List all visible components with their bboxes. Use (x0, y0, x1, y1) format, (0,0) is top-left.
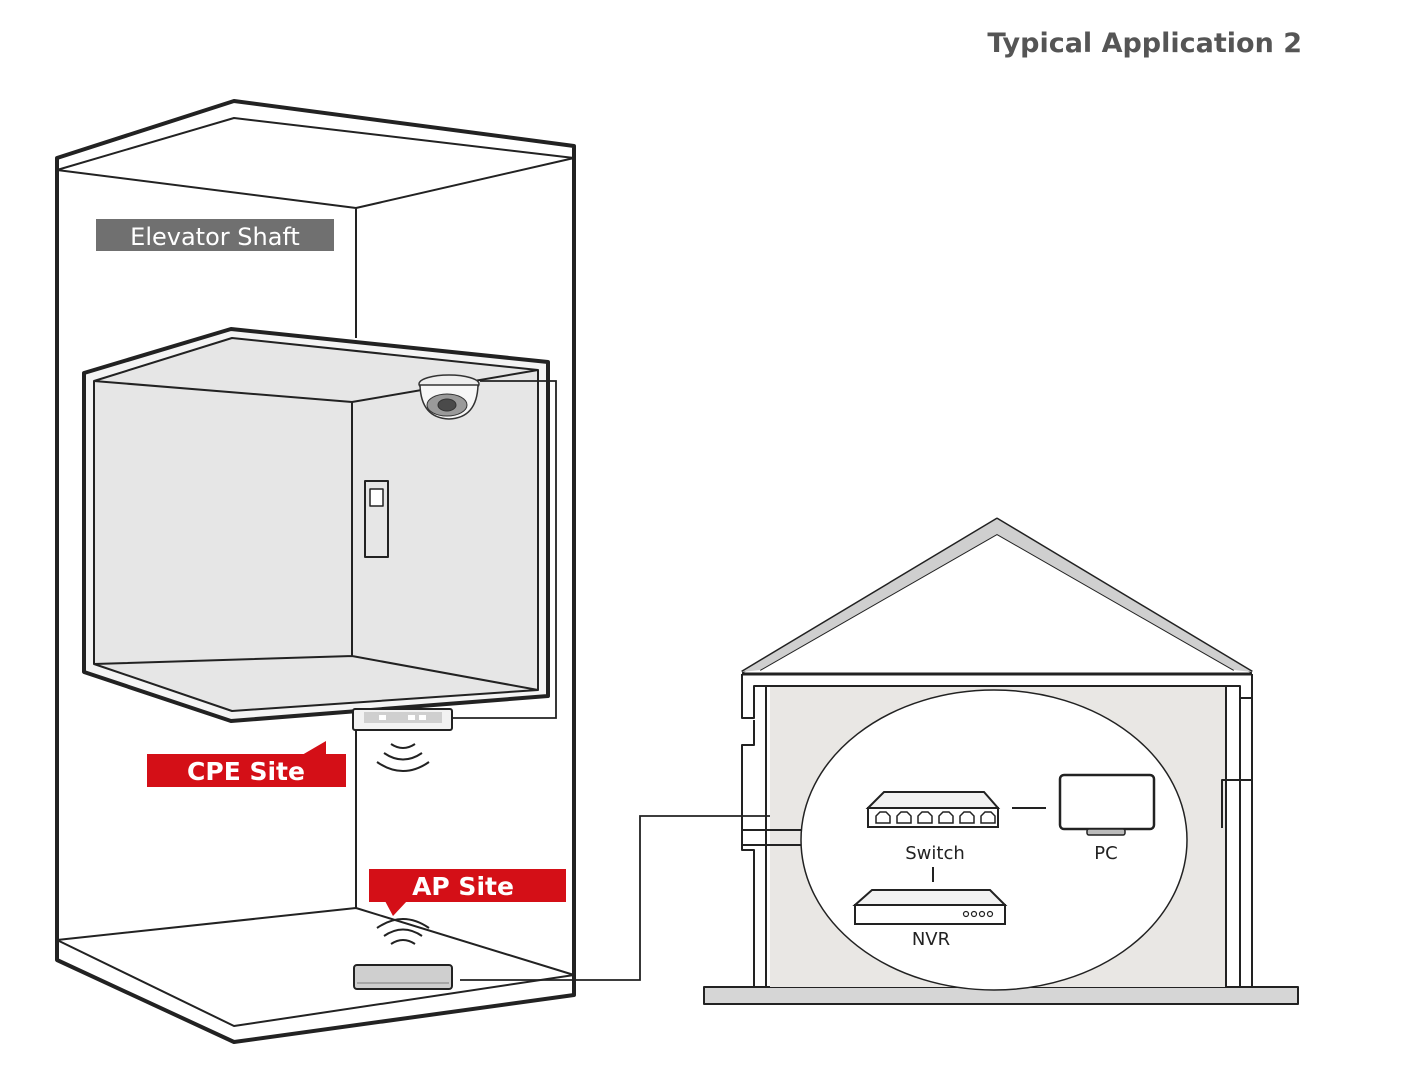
switch-label: Switch (905, 843, 965, 864)
elevator-panel-display (369, 488, 384, 507)
cpe-led-3 (419, 715, 426, 720)
page-title: Typical Application 2 (987, 28, 1302, 59)
nvr-recorder-icon (852, 889, 1008, 925)
elevator-shaft-label: Elevator Shaft (130, 223, 300, 251)
pc-screen (1058, 773, 1156, 831)
house-right-wall (1221, 686, 1253, 987)
camera-to-cpe-cable (453, 380, 557, 719)
ap-wireless-waves (376, 918, 430, 945)
elevator-shaft (55, 99, 576, 1044)
interior-zoom-ellipse (800, 689, 1188, 991)
shaft-floor (56, 907, 575, 1027)
shaft-back-edges (56, 157, 575, 908)
house-walls (741, 674, 1253, 719)
monitor-icon (1058, 773, 1156, 836)
cpe-site-tag-bg (147, 754, 346, 787)
cpe-site-label: CPE Site (187, 757, 305, 786)
house-roof-fill (742, 519, 1252, 672)
ap-site-tag-bg (369, 869, 566, 902)
pc-stand (1086, 828, 1126, 836)
switch-top (865, 791, 1001, 809)
access-point-icon (353, 964, 453, 990)
nvr-indicators (962, 910, 994, 918)
house-left-wall (741, 686, 767, 987)
elevator-shaft-tag-bg (96, 219, 334, 251)
elevator-car (82, 327, 550, 723)
house-roof-inner (759, 533, 1235, 671)
ap-device-body (353, 964, 453, 990)
cpe-site-tag-pointer (302, 741, 326, 755)
cpe-device-face (364, 712, 442, 723)
network-switch-icon (865, 791, 1001, 828)
ap-site-tag: AP Site (369, 869, 566, 916)
cpe-led-2 (408, 715, 415, 720)
pc-label: PC (1094, 843, 1117, 864)
shaft-top-rim (56, 117, 575, 171)
cpe-device-icon (352, 708, 453, 731)
switch-ports (875, 811, 996, 824)
nvr-top (852, 889, 1008, 906)
elevator-shaft-tag: Elevator Shaft (96, 219, 334, 251)
ap-site-tag-pointer (385, 901, 407, 916)
cpe-site-tag: CPE Site (147, 741, 346, 787)
camera-lens (437, 398, 457, 412)
ap-to-switch-cable (460, 815, 838, 981)
nvr-front (854, 904, 1006, 925)
house-roof-outer (741, 517, 1253, 674)
nvr-label: NVR (912, 929, 950, 950)
shaft-outline (55, 99, 576, 1044)
cpe-led-1 (379, 715, 386, 720)
cpe-wireless-waves (376, 743, 430, 772)
dome-camera-icon (418, 374, 480, 420)
house-window-frame (742, 829, 803, 846)
ap-site-label: AP Site (412, 872, 514, 901)
